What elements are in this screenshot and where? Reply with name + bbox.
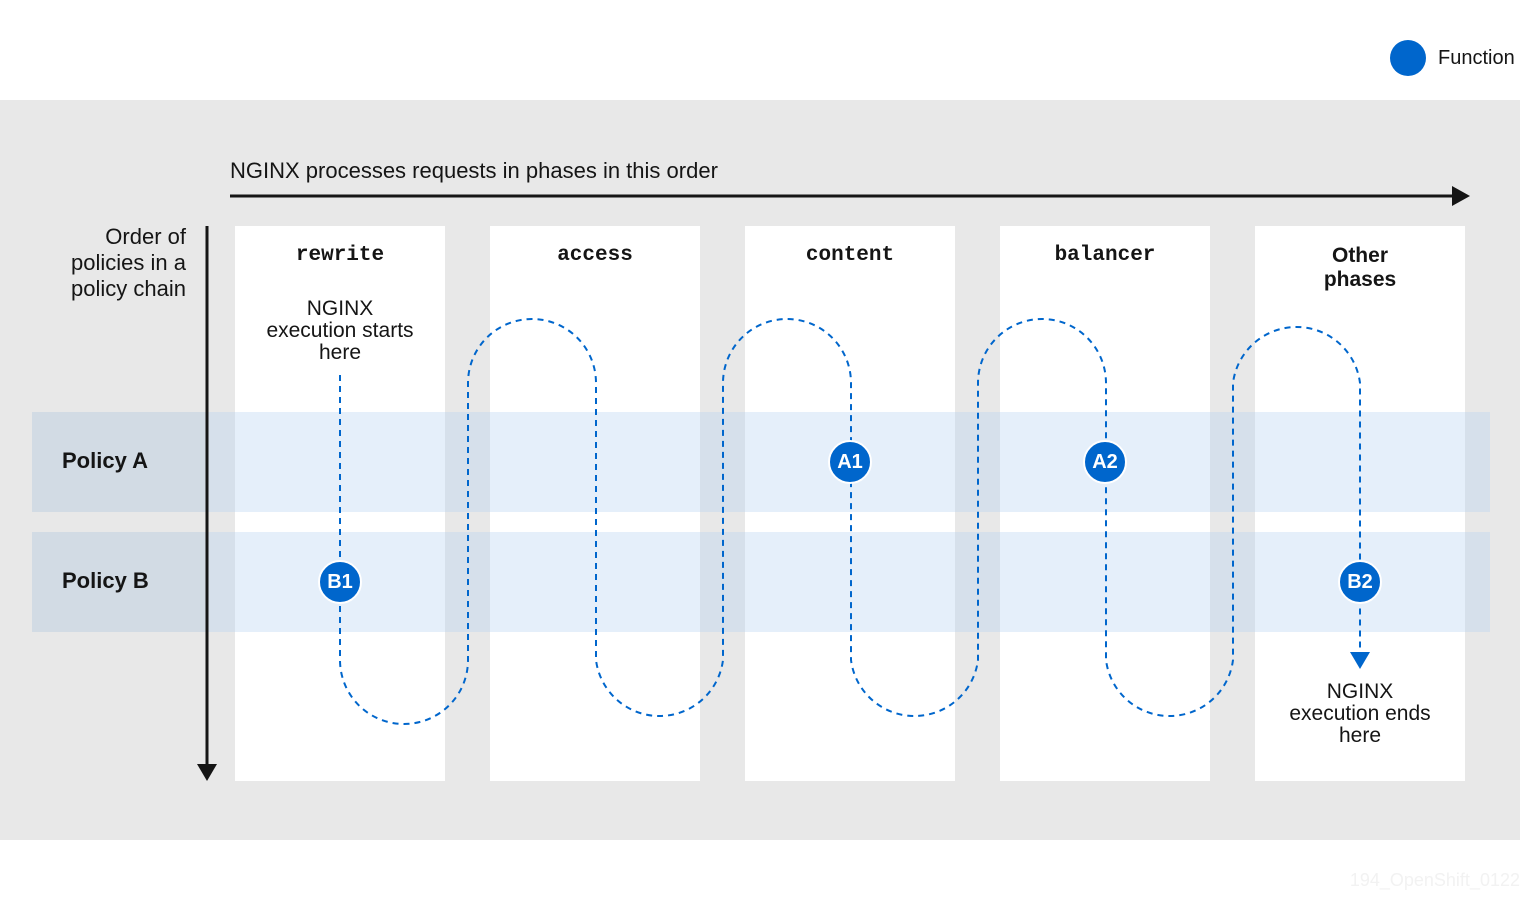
end-note: NGINX execution ends here (1289, 680, 1431, 747)
policy-band-b-header (32, 532, 207, 632)
policy-b-label: Policy B (62, 568, 149, 593)
policy-band-a (32, 412, 1490, 512)
end-arrowhead (1350, 652, 1370, 669)
phase-column-rewrite: rewrite (235, 226, 445, 781)
phase-title: Other phases (1323, 244, 1397, 291)
function-node-a1: A1 (828, 440, 872, 484)
phase-title: balancer (1054, 244, 1156, 267)
function-node-b2: B2 (1338, 560, 1382, 604)
legend: Function (1390, 40, 1515, 76)
function-legend-icon (1390, 40, 1426, 76)
function-node-b1: B1 (318, 560, 362, 604)
y-axis-arrowhead (197, 764, 217, 781)
phase-title: rewrite (295, 244, 385, 267)
figure-id: 194_OpenShift_0122 (1349, 870, 1520, 890)
x-axis-arrowhead (1452, 186, 1470, 206)
policy-band-b (32, 532, 1490, 632)
function-node-a2: A2 (1083, 440, 1127, 484)
x-axis-label: NGINX processes requests in phases in th… (230, 158, 718, 183)
policy-band-a-header (32, 412, 207, 512)
start-note: NGINX execution starts here (266, 297, 414, 364)
legend-label: Function (1438, 46, 1515, 69)
execution-path (339, 318, 1361, 725)
policy-a-label: Policy A (62, 448, 148, 473)
y-axis-label: Order of policies in a policy chain (71, 224, 186, 301)
phase-title: access (557, 244, 633, 267)
phase-title: content (805, 244, 895, 267)
